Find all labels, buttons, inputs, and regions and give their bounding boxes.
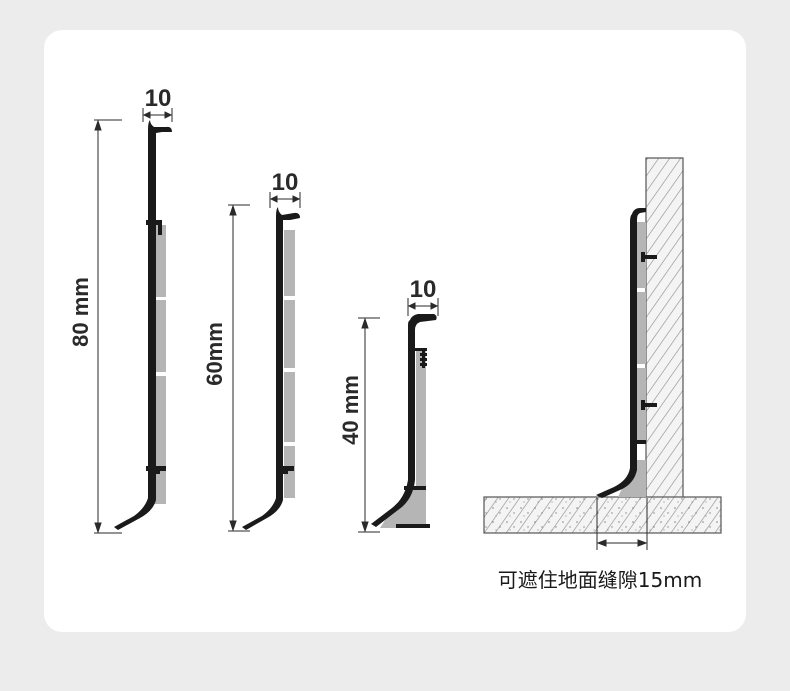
profile-80mm: 80 mm 10 xyxy=(68,85,173,534)
wall-section xyxy=(645,157,684,499)
profile-60mm: 60mm 10 xyxy=(202,169,301,532)
profile-40-body xyxy=(371,314,437,527)
profile-40-thickness-label: 10 xyxy=(410,276,437,303)
profile-40-thickness-dimension xyxy=(407,298,439,316)
profile-60-height-dimension xyxy=(228,204,250,532)
profile-40-clips xyxy=(380,348,426,528)
profile-80-thickness-label: 10 xyxy=(145,85,172,112)
mounting-screw-bottom xyxy=(641,400,657,410)
profile-60-thickness-dimension xyxy=(269,192,301,208)
gap-dimension xyxy=(596,498,648,550)
profile-60-clips xyxy=(284,230,295,498)
mounting-screw-top xyxy=(641,252,657,262)
gap-caption: 可遮住地面缝隙15mm xyxy=(498,568,702,592)
profile-60-thickness-label: 10 xyxy=(272,169,299,196)
profile-40-teeth xyxy=(413,348,427,368)
profile-40-height-dimension xyxy=(358,317,380,533)
profile-80-height-dimension xyxy=(94,119,122,534)
profile-40-height-label: 40 mm xyxy=(338,375,363,445)
profile-80-thickness-dimension xyxy=(142,108,173,122)
mounted-profile-body xyxy=(596,208,646,498)
installation-section: 可遮住地面缝隙15mm xyxy=(483,157,722,592)
profile-80-height-label: 80 mm xyxy=(68,277,93,347)
profile-60-height-label: 60mm xyxy=(202,322,227,386)
profile-40mm: 40 mm 10 xyxy=(338,276,439,533)
profile-80-clips xyxy=(150,225,166,504)
